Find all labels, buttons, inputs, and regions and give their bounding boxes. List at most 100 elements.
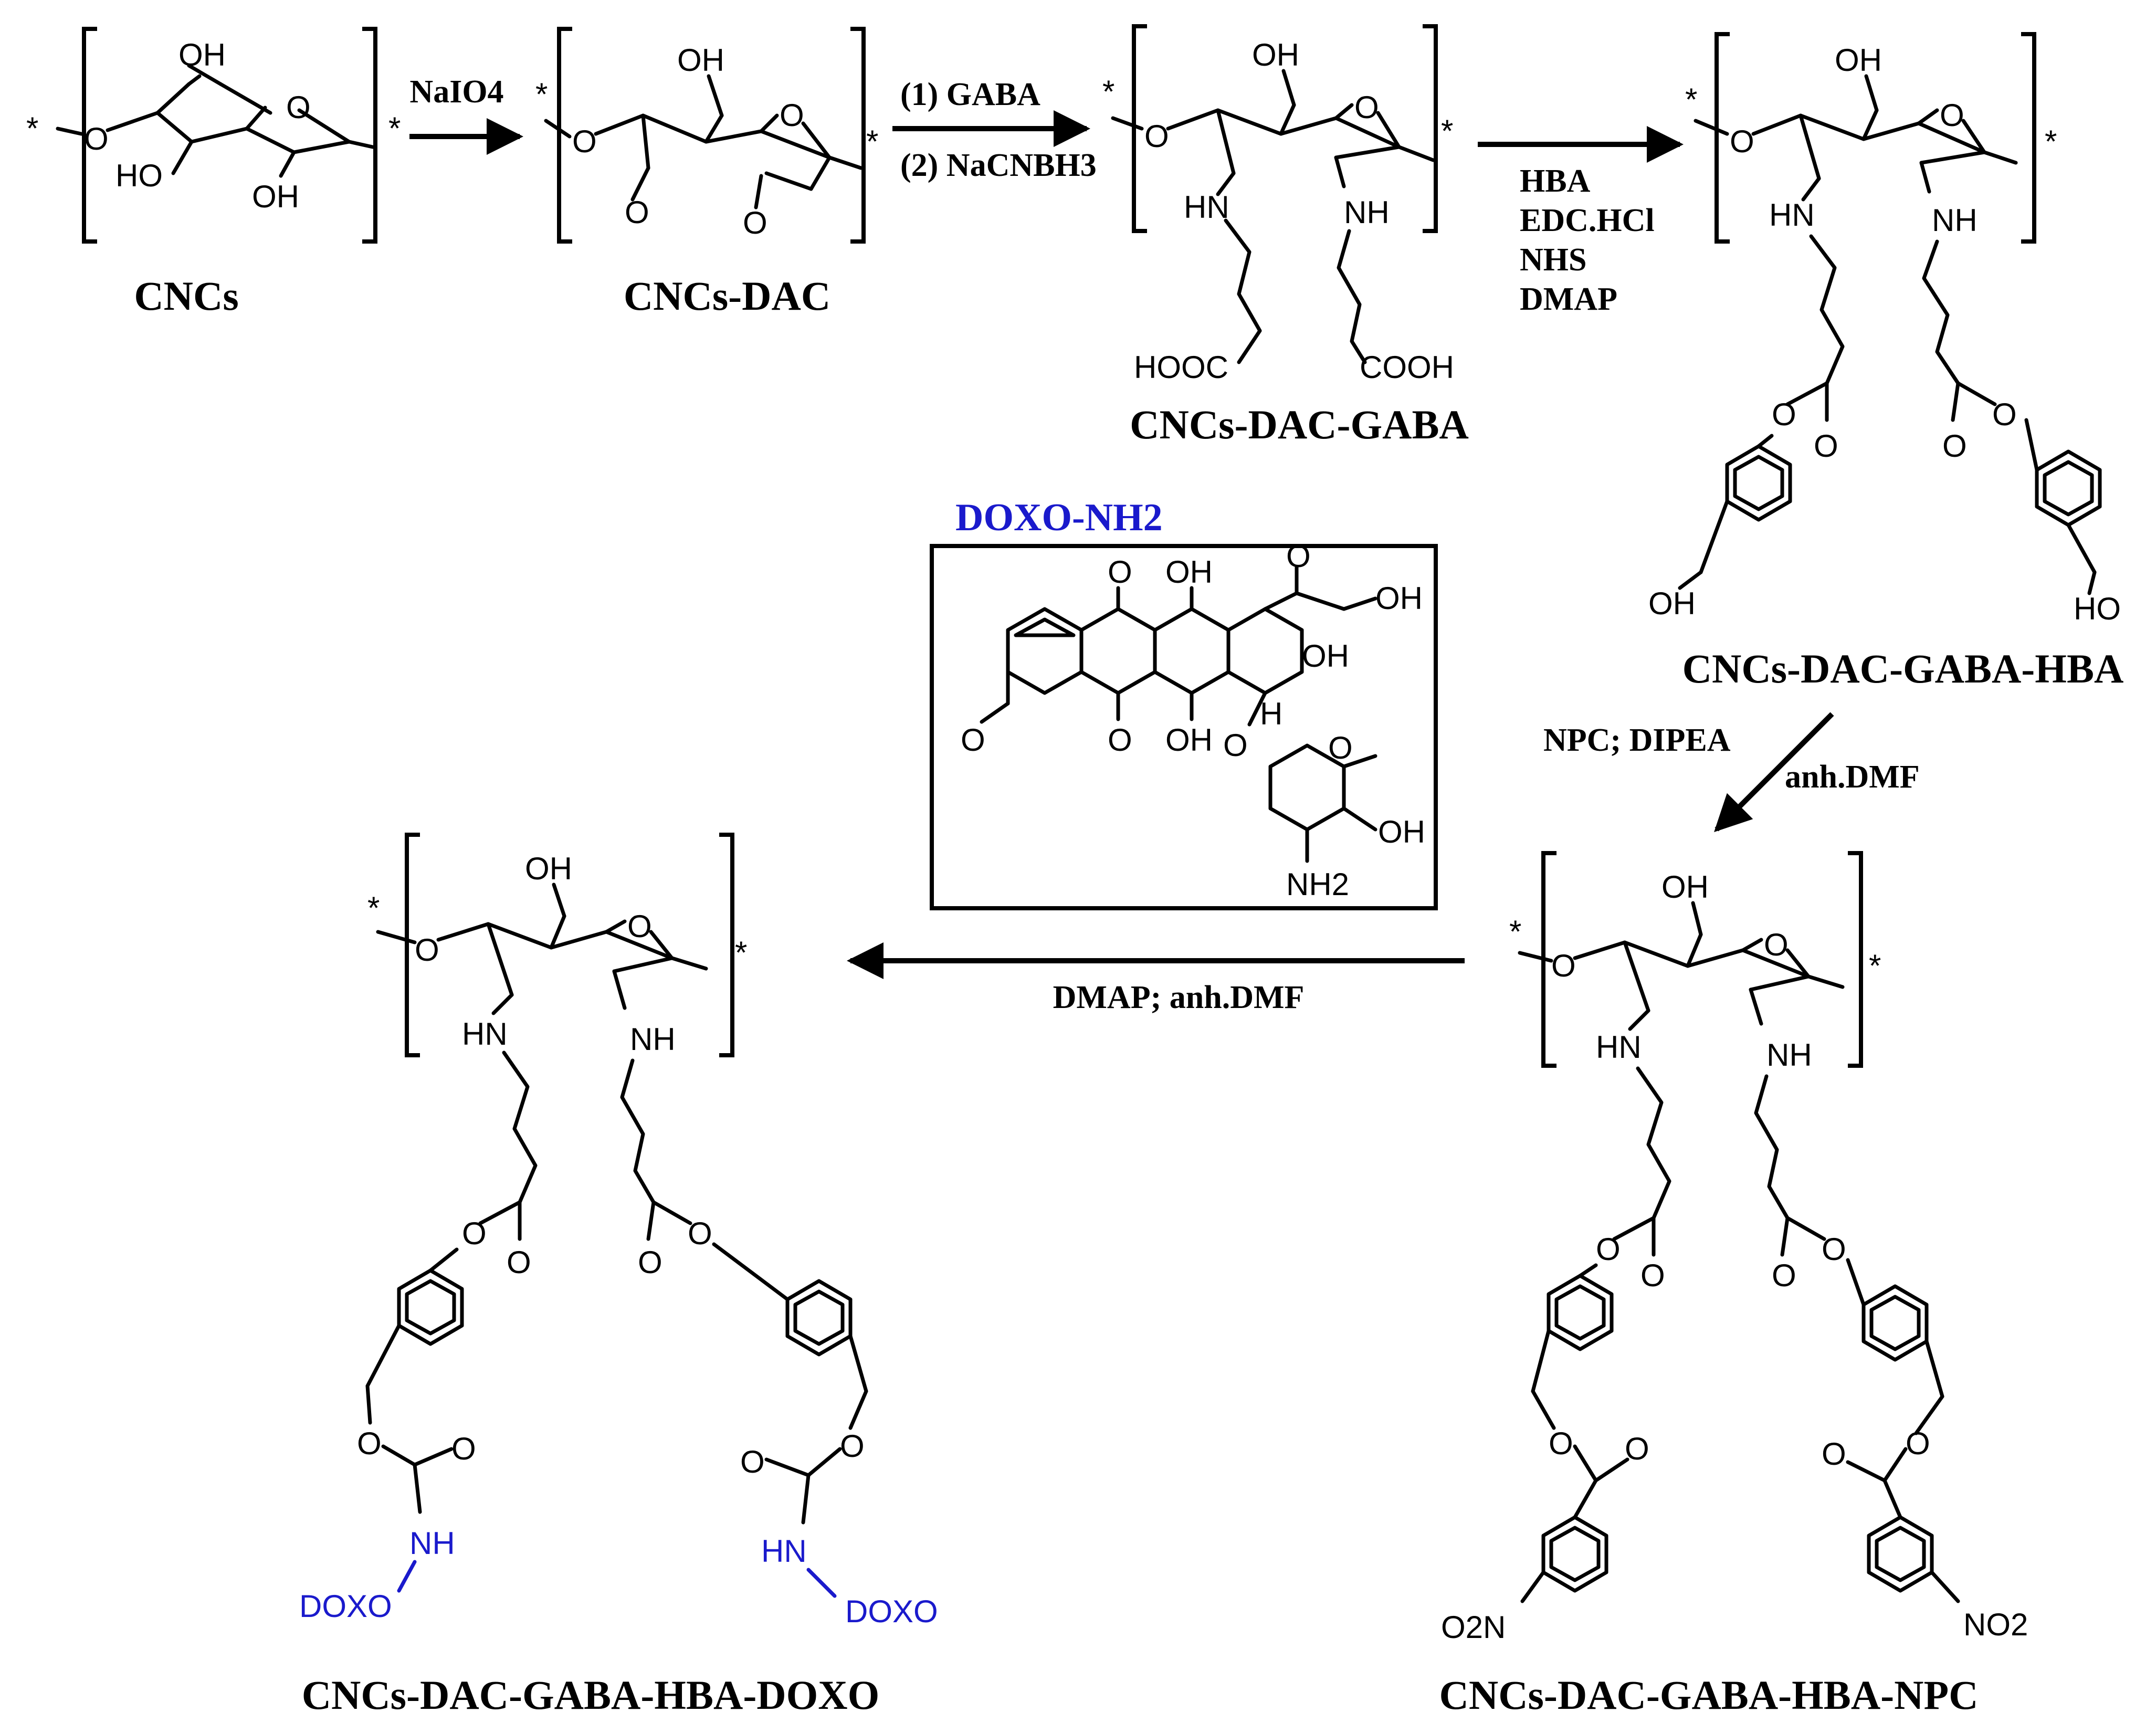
atom-hn: HN: [1596, 1030, 1642, 1065]
atom-o: O: [961, 722, 985, 758]
star-label: *: [367, 890, 380, 926]
atom-o: O: [1328, 730, 1353, 765]
reagent-step-3-dmap: DMAP: [1520, 281, 1617, 317]
atom-o: O: [415, 932, 439, 968]
atom-hooc: HOOC: [1134, 350, 1228, 385]
atom-o: O: [1822, 1436, 1846, 1472]
atom-o: O: [286, 90, 311, 125]
atom-ho: HO: [2074, 591, 2121, 626]
star-label: *: [388, 111, 401, 146]
atom-o: O: [840, 1429, 865, 1464]
atom-ho: HO: [115, 158, 163, 193]
structure-cncs-dac-gaba-hba-npc: * O OH O HN NH O O O O O O: [1439, 851, 2028, 1718]
atom-o: O: [1940, 98, 1964, 133]
compound-label-cncs-dac-gaba-hba: CNCs-DAC-GABA-HBA: [1682, 646, 2124, 691]
reagent-step-4a: NPC; DIPEA: [1543, 722, 1731, 758]
atom-o: O: [1992, 397, 2017, 432]
structure-cncs-dac-gaba: * O OH O HN NH HOOC COOH * CNCs-DAC-GABA: [1102, 24, 1469, 447]
atom-cooh: COOH: [1360, 350, 1454, 385]
star-label: *: [26, 111, 38, 146]
atom-o: O: [1772, 1258, 1796, 1293]
atom-o: O: [1354, 90, 1379, 125]
star-label: *: [535, 77, 548, 112]
atom-o: O: [1551, 948, 1576, 983]
atom-o: O: [1223, 728, 1248, 763]
atom-o: O: [1814, 428, 1838, 464]
atom-o: O: [451, 1431, 476, 1466]
atom-nh: NH: [1766, 1037, 1812, 1073]
atom-oh: OH: [1375, 581, 1423, 616]
reagent-step-5: DMAP; anh.DMF: [1053, 980, 1305, 1015]
atom-oh: OH: [178, 37, 226, 72]
compound-label-cncs: CNCs: [134, 273, 238, 319]
atom-o: O: [1772, 397, 1796, 432]
star-label: *: [735, 935, 747, 970]
atom-o: O: [627, 909, 652, 944]
atom-o: O: [1596, 1232, 1621, 1267]
drug-box-label: DOXO-NH2: [955, 496, 1163, 539]
atom-nh: NH: [1932, 203, 1978, 238]
atom-o: O: [1108, 554, 1132, 590]
atom-hn: HN: [1184, 190, 1229, 225]
star-label: *: [1102, 74, 1114, 109]
reagent-step-4b: anh.DMF: [1785, 759, 1920, 795]
atom-nh: NH: [630, 1022, 676, 1057]
compound-label-cncs-dac-gaba-hba-npc: CNCs-DAC-GABA-HBA-NPC: [1439, 1672, 1979, 1718]
structure-cncs-dac: * O OH O O O * CNCs-DAC: [535, 27, 878, 319]
compound-label-cncs-dac: CNCs-DAC: [624, 273, 830, 319]
atom-no2: NO2: [1963, 1607, 2028, 1642]
atom-o: O: [1822, 1232, 1846, 1267]
atom-oh: OH: [1835, 43, 1882, 78]
arrow-step-4: [1714, 712, 1834, 832]
star-label: *: [1869, 948, 1881, 983]
star-label: *: [1509, 914, 1521, 949]
reagent-step-2a: (1) GABA: [900, 77, 1040, 112]
atom-oh: OH: [1165, 554, 1213, 590]
atom-hn: HN: [761, 1534, 807, 1569]
atom-o: O: [638, 1245, 662, 1280]
atom-o: O: [688, 1216, 712, 1251]
atom-o2n: O2N: [1441, 1610, 1506, 1645]
atom-nh2: NH2: [1286, 867, 1349, 902]
atom-o: O: [1640, 1258, 1665, 1293]
atom-hn: HN: [462, 1016, 508, 1052]
atom-o: O: [84, 121, 109, 156]
doxo-nh2-box: DOXO-NH2 O O OH OH O O OH OH H O O OH: [930, 496, 1438, 910]
reagent-step-2b: (2) NaCNBH3: [900, 148, 1097, 183]
atom-oh: OH: [1378, 814, 1425, 849]
structure-cncs-dac-gaba-hba: * O OH O HN NH O O O O OH: [1648, 32, 2124, 691]
atom-nh: NH: [409, 1526, 455, 1561]
atom-oh: OH: [1648, 586, 1696, 621]
compound-label-cncs-dac-gaba: CNCs-DAC-GABA: [1130, 402, 1469, 447]
atom-doxo: DOXO: [845, 1594, 938, 1629]
star-label: *: [1685, 82, 1697, 117]
atom-o: O: [1906, 1426, 1930, 1461]
drug-box-frame: [930, 544, 1438, 910]
atom-o: O: [1286, 539, 1311, 574]
structure-cncs: * O O OH HO OH * CNCs: [26, 27, 401, 319]
atom-o: O: [1764, 927, 1789, 962]
atom-h: H: [1260, 696, 1282, 731]
atom-oh: OH: [1252, 37, 1299, 72]
atom-o: O: [1730, 124, 1754, 159]
atom-o: O: [743, 205, 767, 240]
atom-o: O: [780, 98, 804, 133]
atom-doxo: DOXO: [299, 1589, 392, 1624]
structure-cncs-dac-gaba-hba-doxo: * O OH O HN NH O O O O O O: [299, 833, 938, 1718]
star-label: *: [866, 124, 878, 159]
atom-oh: OH: [1302, 638, 1349, 674]
atom-o: O: [572, 124, 597, 159]
atom-o: O: [1942, 428, 1967, 464]
atom-o: O: [507, 1245, 531, 1280]
reagent-step-3-edc: EDC.HCl: [1520, 203, 1655, 238]
reagent-step-3-hba: HBA: [1520, 163, 1591, 199]
atom-o: O: [1144, 119, 1169, 154]
atom-oh: OH: [1661, 869, 1709, 905]
compound-label-cncs-dac-gaba-hba-doxo: CNCs-DAC-GABA-HBA-DOXO: [302, 1672, 880, 1718]
star-label: *: [2045, 124, 2057, 159]
atom-hn: HN: [1769, 197, 1815, 233]
atom-o: O: [1108, 722, 1132, 758]
atom-o: O: [740, 1444, 765, 1479]
atom-o: O: [1549, 1426, 1573, 1461]
